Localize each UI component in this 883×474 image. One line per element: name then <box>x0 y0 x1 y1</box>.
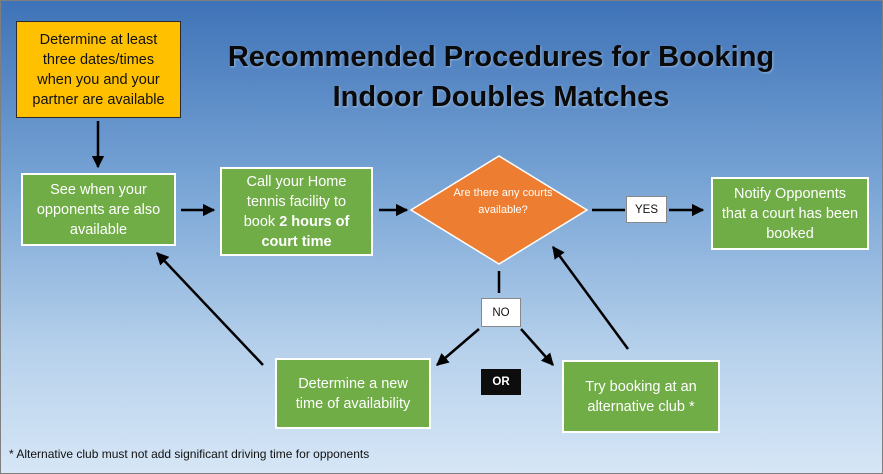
arrow-no-to-new-time <box>436 328 480 366</box>
step-call-home-bold: 2 hours of court time <box>261 213 350 250</box>
step-new-time-text: Determine a new time of availability <box>295 375 411 412</box>
decision-text: Are there any courts available? <box>453 187 553 216</box>
step-call-home-text: Call your Home tennis facility to book 2… <box>230 172 363 252</box>
arrow-no-to-alt-club <box>520 328 554 366</box>
step-alt-club-text: Try booking at an alternative club * <box>585 378 697 415</box>
decision-diamond <box>409 155 589 265</box>
step-call-home: Call your Home tennis facility to book 2… <box>220 167 373 256</box>
step-alt-club: Try booking at an alternative club * <box>562 360 720 433</box>
footnote: * Alternative club must not add signific… <box>9 447 370 461</box>
title-line-2: Indoor Doubles Matches <box>332 81 670 113</box>
step-determine-dates-text: Determine at least three dates/times whe… <box>32 31 165 108</box>
step-new-time: Determine a new time of availability <box>275 358 431 429</box>
step-notify: Notify Opponents that a court has been b… <box>711 177 869 250</box>
page-title: Recommended Procedures for Booking Indoo… <box>201 37 801 117</box>
step-see-opponents-text: See when your opponents are also availab… <box>36 181 161 238</box>
step-notify-text: Notify Opponents that a court has been b… <box>721 185 859 242</box>
yes-label: YES <box>626 196 667 223</box>
arrow-alt-club-to-decision <box>551 245 630 350</box>
step-see-opponents: See when your opponents are also availab… <box>21 173 176 246</box>
arrow-new-time-to-see <box>156 252 264 366</box>
no-label: NO <box>481 298 521 327</box>
step-determine-dates: Determine at least three dates/times whe… <box>16 21 181 118</box>
or-label: OR <box>481 369 521 395</box>
step-call-home-pre: Call your Home tennis facility to book <box>243 173 347 230</box>
title-line-1: Recommended Procedures for Booking <box>227 41 775 73</box>
